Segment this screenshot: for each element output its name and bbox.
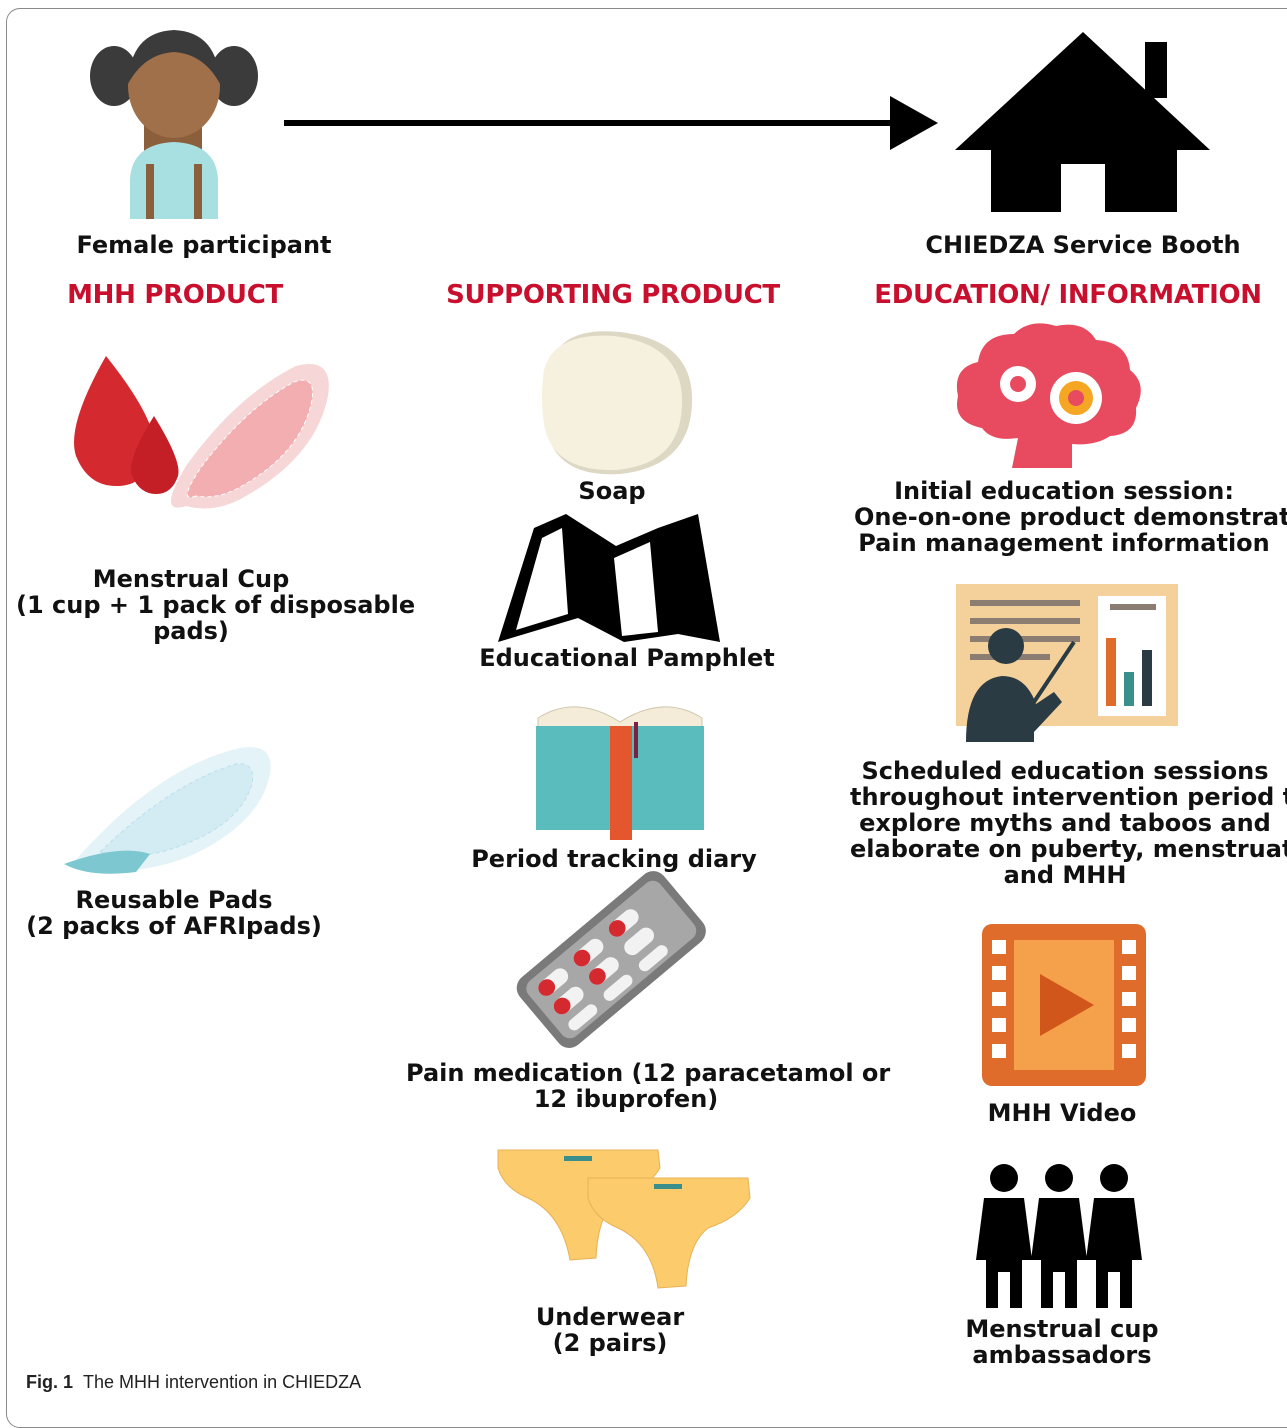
edu-item-4-line-2: ambassadors — [972, 1341, 1152, 1369]
support-item-4-line-2: 12 ibuprofen) — [533, 1085, 719, 1113]
edu-item-2-line-3: explore myths and taboos and — [859, 809, 1271, 837]
mhh-item-1-line-2: (1 cup + 1 pack of disposable — [16, 591, 416, 619]
figure-caption-text: The MHH intervention in CHIEDZA — [83, 1372, 362, 1392]
figure-caption: Fig. 1 The MHH intervention in CHIEDZA — [26, 1372, 361, 1393]
support-item-3-label: Period tracking diary — [471, 845, 757, 873]
participant-label: Female participant — [76, 231, 332, 259]
booth-label: CHIEDZA Service Booth — [925, 231, 1241, 259]
edu-item-1-line-1: Initial education session: — [894, 477, 1234, 505]
edu-item-4-line-1: Menstrual cup — [965, 1315, 1159, 1343]
soap-icon — [542, 331, 693, 475]
ambassadors-icon — [976, 1164, 1142, 1308]
edu-item-1-line-2: One-on-one product demonstration — [854, 503, 1287, 531]
underwear-icon — [497, 1149, 751, 1289]
arrow-to-booth — [284, 96, 938, 150]
house-icon — [955, 32, 1210, 212]
mhh-item-1-line-3: pads) — [153, 617, 229, 645]
support-item-4-line-1: Pain medication (12 paracetamol or — [406, 1059, 891, 1087]
mhh-item-2-line-2: (2 packs of AFRIpads) — [26, 912, 322, 940]
pills-icon — [516, 871, 706, 1048]
presentation-icon — [956, 584, 1178, 742]
mhh-item-1-line-1: Menstrual Cup — [92, 565, 290, 593]
edu-item-2-line-2: throughout intervention period that — [850, 783, 1287, 811]
brain-gears-icon — [956, 323, 1141, 468]
supporting-product-header: SUPPORTING PRODUCT — [446, 280, 780, 310]
edu-item-1-line-3: Pain management information — [858, 529, 1270, 557]
support-item-5-line-2: (2 pairs) — [552, 1329, 668, 1357]
edu-item-2-line-4: elaborate on puberty, menstruation, — [850, 835, 1287, 863]
figure-number: Fig. 1 — [26, 1372, 74, 1392]
mhh-item-2-line-1: Reusable Pads — [75, 886, 273, 914]
support-item-1-label: Soap — [578, 477, 646, 505]
video-icon — [982, 924, 1146, 1086]
edu-item-2-line-5: and MHH — [1003, 861, 1127, 889]
edu-item-3-label: MHH Video — [987, 1099, 1137, 1127]
support-item-2-label: Educational Pamphlet — [479, 644, 775, 672]
female-participant-icon — [90, 30, 258, 219]
diary-icon — [536, 706, 704, 840]
support-item-5-line-1: Underwear — [535, 1303, 685, 1331]
pamphlet-icon — [498, 514, 720, 642]
menstrual-cup-icon — [74, 356, 329, 509]
education-header: EDUCATION/ INFORMATION — [874, 280, 1262, 310]
edu-item-2-line-1: Scheduled education sessions — [861, 757, 1269, 785]
mhh-product-header: MHH PRODUCT — [67, 280, 283, 310]
reusable-pad-icon — [64, 747, 271, 874]
